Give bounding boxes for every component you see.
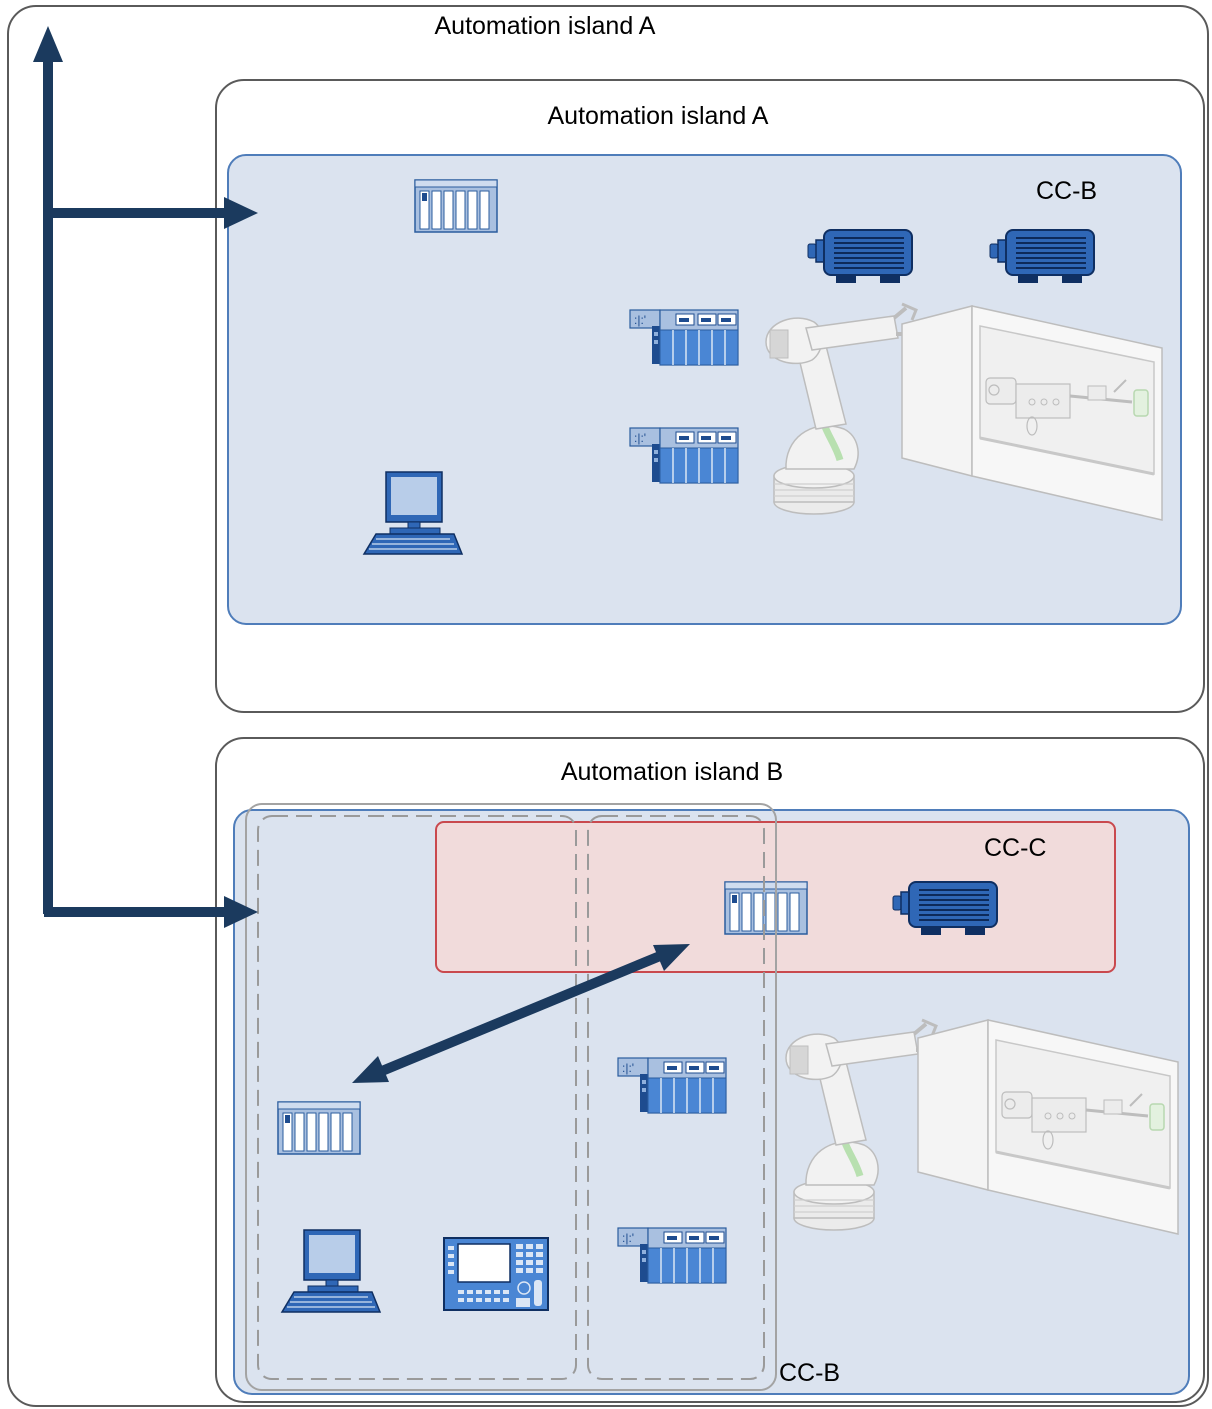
controller-icon <box>724 881 808 935</box>
network-backbone <box>33 26 258 928</box>
island-b-label: Automation island B <box>561 758 783 786</box>
island-a-arrowhead <box>224 197 258 229</box>
cc-b-zone <box>245 803 777 1391</box>
island-a-zone-label: CC-B <box>1036 177 1097 205</box>
island-b-arrowhead <box>224 896 258 928</box>
hmi-panel-icon <box>443 1237 549 1311</box>
controller-icon <box>277 1101 361 1155</box>
cross-zone-connection <box>352 944 690 1083</box>
island-a-cc-b-zone <box>227 154 1182 625</box>
cc-c-label: CC-C <box>984 834 1047 862</box>
outer-frame-label: Automation island A <box>435 12 656 40</box>
cc-b-subzone-right <box>587 815 765 1380</box>
backbone-arrowhead <box>33 26 63 62</box>
controller-icon <box>414 179 498 233</box>
island-a-label: Automation island A <box>548 102 769 130</box>
cc-b-label: CC-B <box>779 1359 840 1387</box>
cc-b-subzone-left <box>257 815 577 1380</box>
